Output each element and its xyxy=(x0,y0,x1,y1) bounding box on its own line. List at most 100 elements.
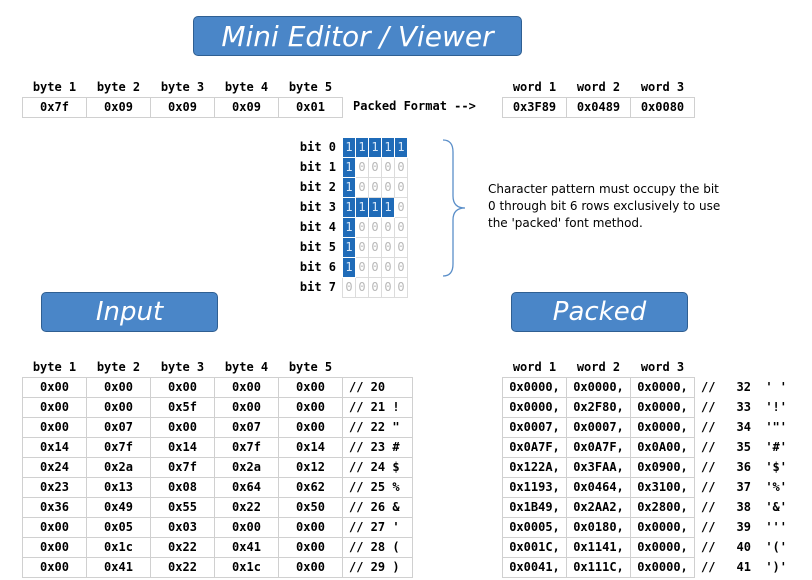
word-cell[interactable]: 0x001C, xyxy=(502,537,567,558)
byte-cell[interactable]: 0x41 xyxy=(86,557,151,578)
word-cell[interactable]: 0x0080 xyxy=(630,97,695,118)
byte-cell[interactable]: 0x36 xyxy=(22,497,87,518)
word-cell[interactable]: 0x3FAA, xyxy=(566,457,631,478)
byte-cell[interactable]: 0x00 xyxy=(22,397,87,418)
word-cell[interactable]: 0x0180, xyxy=(566,517,631,538)
bit-cell[interactable]: 0 xyxy=(381,277,395,298)
word-cell[interactable]: 0x0900, xyxy=(630,457,695,478)
bit-cell[interactable]: 0 xyxy=(368,237,382,258)
bit-cell[interactable]: 1 xyxy=(342,257,356,278)
byte-cell[interactable]: 0x09 xyxy=(86,97,151,118)
word-cell[interactable]: 0x1193, xyxy=(502,477,567,498)
word-cell[interactable]: 0x2800, xyxy=(630,497,695,518)
bit-cell[interactable]: 0 xyxy=(355,177,369,198)
bit-cell[interactable]: 0 xyxy=(355,257,369,278)
byte-cell[interactable]: 0x00 xyxy=(22,557,87,578)
word-cell[interactable]: 0x0489 xyxy=(566,97,631,118)
bit-cell[interactable]: 1 xyxy=(342,177,356,198)
bit-cell[interactable]: 1 xyxy=(342,237,356,258)
byte-cell[interactable]: 0x00 xyxy=(22,517,87,538)
byte-cell[interactable]: 0x64 xyxy=(214,477,279,498)
bit-cell[interactable]: 1 xyxy=(342,217,356,238)
word-cell[interactable]: 0x0464, xyxy=(566,477,631,498)
bit-cell[interactable]: 0 xyxy=(368,277,382,298)
bit-cell[interactable]: 0 xyxy=(394,277,408,298)
byte-cell[interactable]: 0x62 xyxy=(278,477,343,498)
word-cell[interactable]: 0x0000, xyxy=(630,517,695,538)
word-cell[interactable]: 0x0005, xyxy=(502,517,567,538)
byte-cell[interactable]: 0x22 xyxy=(150,537,215,558)
byte-cell[interactable]: 0x09 xyxy=(150,97,215,118)
word-cell[interactable]: 0x0A7F, xyxy=(566,437,631,458)
bit-cell[interactable]: 0 xyxy=(355,157,369,178)
bit-cell[interactable]: 1 xyxy=(342,197,356,218)
word-cell[interactable]: 0x0000, xyxy=(502,377,567,398)
word-cell[interactable]: 0x0007, xyxy=(502,417,567,438)
byte-cell[interactable]: 0x00 xyxy=(214,397,279,418)
byte-cell[interactable]: 0x41 xyxy=(214,537,279,558)
bit-cell[interactable]: 0 xyxy=(368,157,382,178)
word-cell[interactable]: 0x0A7F, xyxy=(502,437,567,458)
bit-cell[interactable]: 0 xyxy=(381,157,395,178)
byte-cell[interactable]: 0x50 xyxy=(278,497,343,518)
bit-cell[interactable]: 0 xyxy=(394,177,408,198)
byte-cell[interactable]: 0x07 xyxy=(214,417,279,438)
byte-cell[interactable]: 0x07 xyxy=(86,417,151,438)
word-cell[interactable]: 0x2F80, xyxy=(566,397,631,418)
byte-cell[interactable]: 0x03 xyxy=(150,517,215,538)
byte-cell[interactable]: 0x7f xyxy=(22,97,87,118)
byte-cell[interactable]: 0x00 xyxy=(278,397,343,418)
byte-cell[interactable]: 0x05 xyxy=(86,517,151,538)
bit-cell[interactable]: 1 xyxy=(355,137,369,158)
bit-cell[interactable]: 0 xyxy=(368,217,382,238)
word-cell[interactable]: 0x1141, xyxy=(566,537,631,558)
byte-cell[interactable]: 0x00 xyxy=(214,377,279,398)
byte-cell[interactable]: 0x22 xyxy=(214,497,279,518)
bit-cell[interactable]: 0 xyxy=(355,237,369,258)
bit-cell[interactable]: 0 xyxy=(394,237,408,258)
bit-cell[interactable]: 0 xyxy=(394,217,408,238)
byte-cell[interactable]: 0x09 xyxy=(214,97,279,118)
bit-cell[interactable]: 0 xyxy=(368,177,382,198)
byte-cell[interactable]: 0x7f xyxy=(150,457,215,478)
byte-cell[interactable]: 0x14 xyxy=(22,437,87,458)
byte-cell[interactable]: 0x00 xyxy=(86,397,151,418)
bit-cell[interactable]: 0 xyxy=(342,277,356,298)
word-cell[interactable]: 0x2AA2, xyxy=(566,497,631,518)
bit-cell[interactable]: 0 xyxy=(368,257,382,278)
word-cell[interactable]: 0x0A00, xyxy=(630,437,695,458)
byte-cell[interactable]: 0x00 xyxy=(22,377,87,398)
word-cell[interactable]: 0x122A, xyxy=(502,457,567,478)
byte-cell[interactable]: 0x13 xyxy=(86,477,151,498)
bit-cell[interactable]: 0 xyxy=(394,197,408,218)
word-cell[interactable]: 0x0041, xyxy=(502,557,567,578)
word-cell[interactable]: 0x0000, xyxy=(630,537,695,558)
word-cell[interactable]: 0x0000, xyxy=(502,397,567,418)
word-cell[interactable]: 0x3100, xyxy=(630,477,695,498)
bit-cell[interactable]: 0 xyxy=(355,217,369,238)
byte-cell[interactable]: 0x1c xyxy=(86,537,151,558)
bit-cell[interactable]: 1 xyxy=(368,137,382,158)
byte-cell[interactable]: 0x55 xyxy=(150,497,215,518)
bit-cell[interactable]: 0 xyxy=(355,277,369,298)
word-cell[interactable]: 0x111C, xyxy=(566,557,631,578)
byte-cell[interactable]: 0x2a xyxy=(214,457,279,478)
byte-cell[interactable]: 0x24 xyxy=(22,457,87,478)
bit-cell[interactable]: 1 xyxy=(381,197,395,218)
bit-cell[interactable]: 1 xyxy=(381,137,395,158)
byte-cell[interactable]: 0x00 xyxy=(22,417,87,438)
byte-cell[interactable]: 0x14 xyxy=(150,437,215,458)
byte-cell[interactable]: 0x00 xyxy=(278,557,343,578)
word-cell[interactable]: 0x0000, xyxy=(566,377,631,398)
bit-cell[interactable]: 1 xyxy=(355,197,369,218)
byte-cell[interactable]: 0x08 xyxy=(150,477,215,498)
word-cell[interactable]: 0x0000, xyxy=(630,557,695,578)
byte-cell[interactable]: 0x7f xyxy=(214,437,279,458)
bit-cell[interactable]: 0 xyxy=(381,237,395,258)
byte-cell[interactable]: 0x00 xyxy=(22,537,87,558)
bit-cell[interactable]: 0 xyxy=(381,257,395,278)
word-cell[interactable]: 0x0000, xyxy=(630,397,695,418)
bit-cell[interactable]: 0 xyxy=(381,177,395,198)
word-cell[interactable]: 0x1B49, xyxy=(502,497,567,518)
word-cell[interactable]: 0x3F89 xyxy=(502,97,567,118)
